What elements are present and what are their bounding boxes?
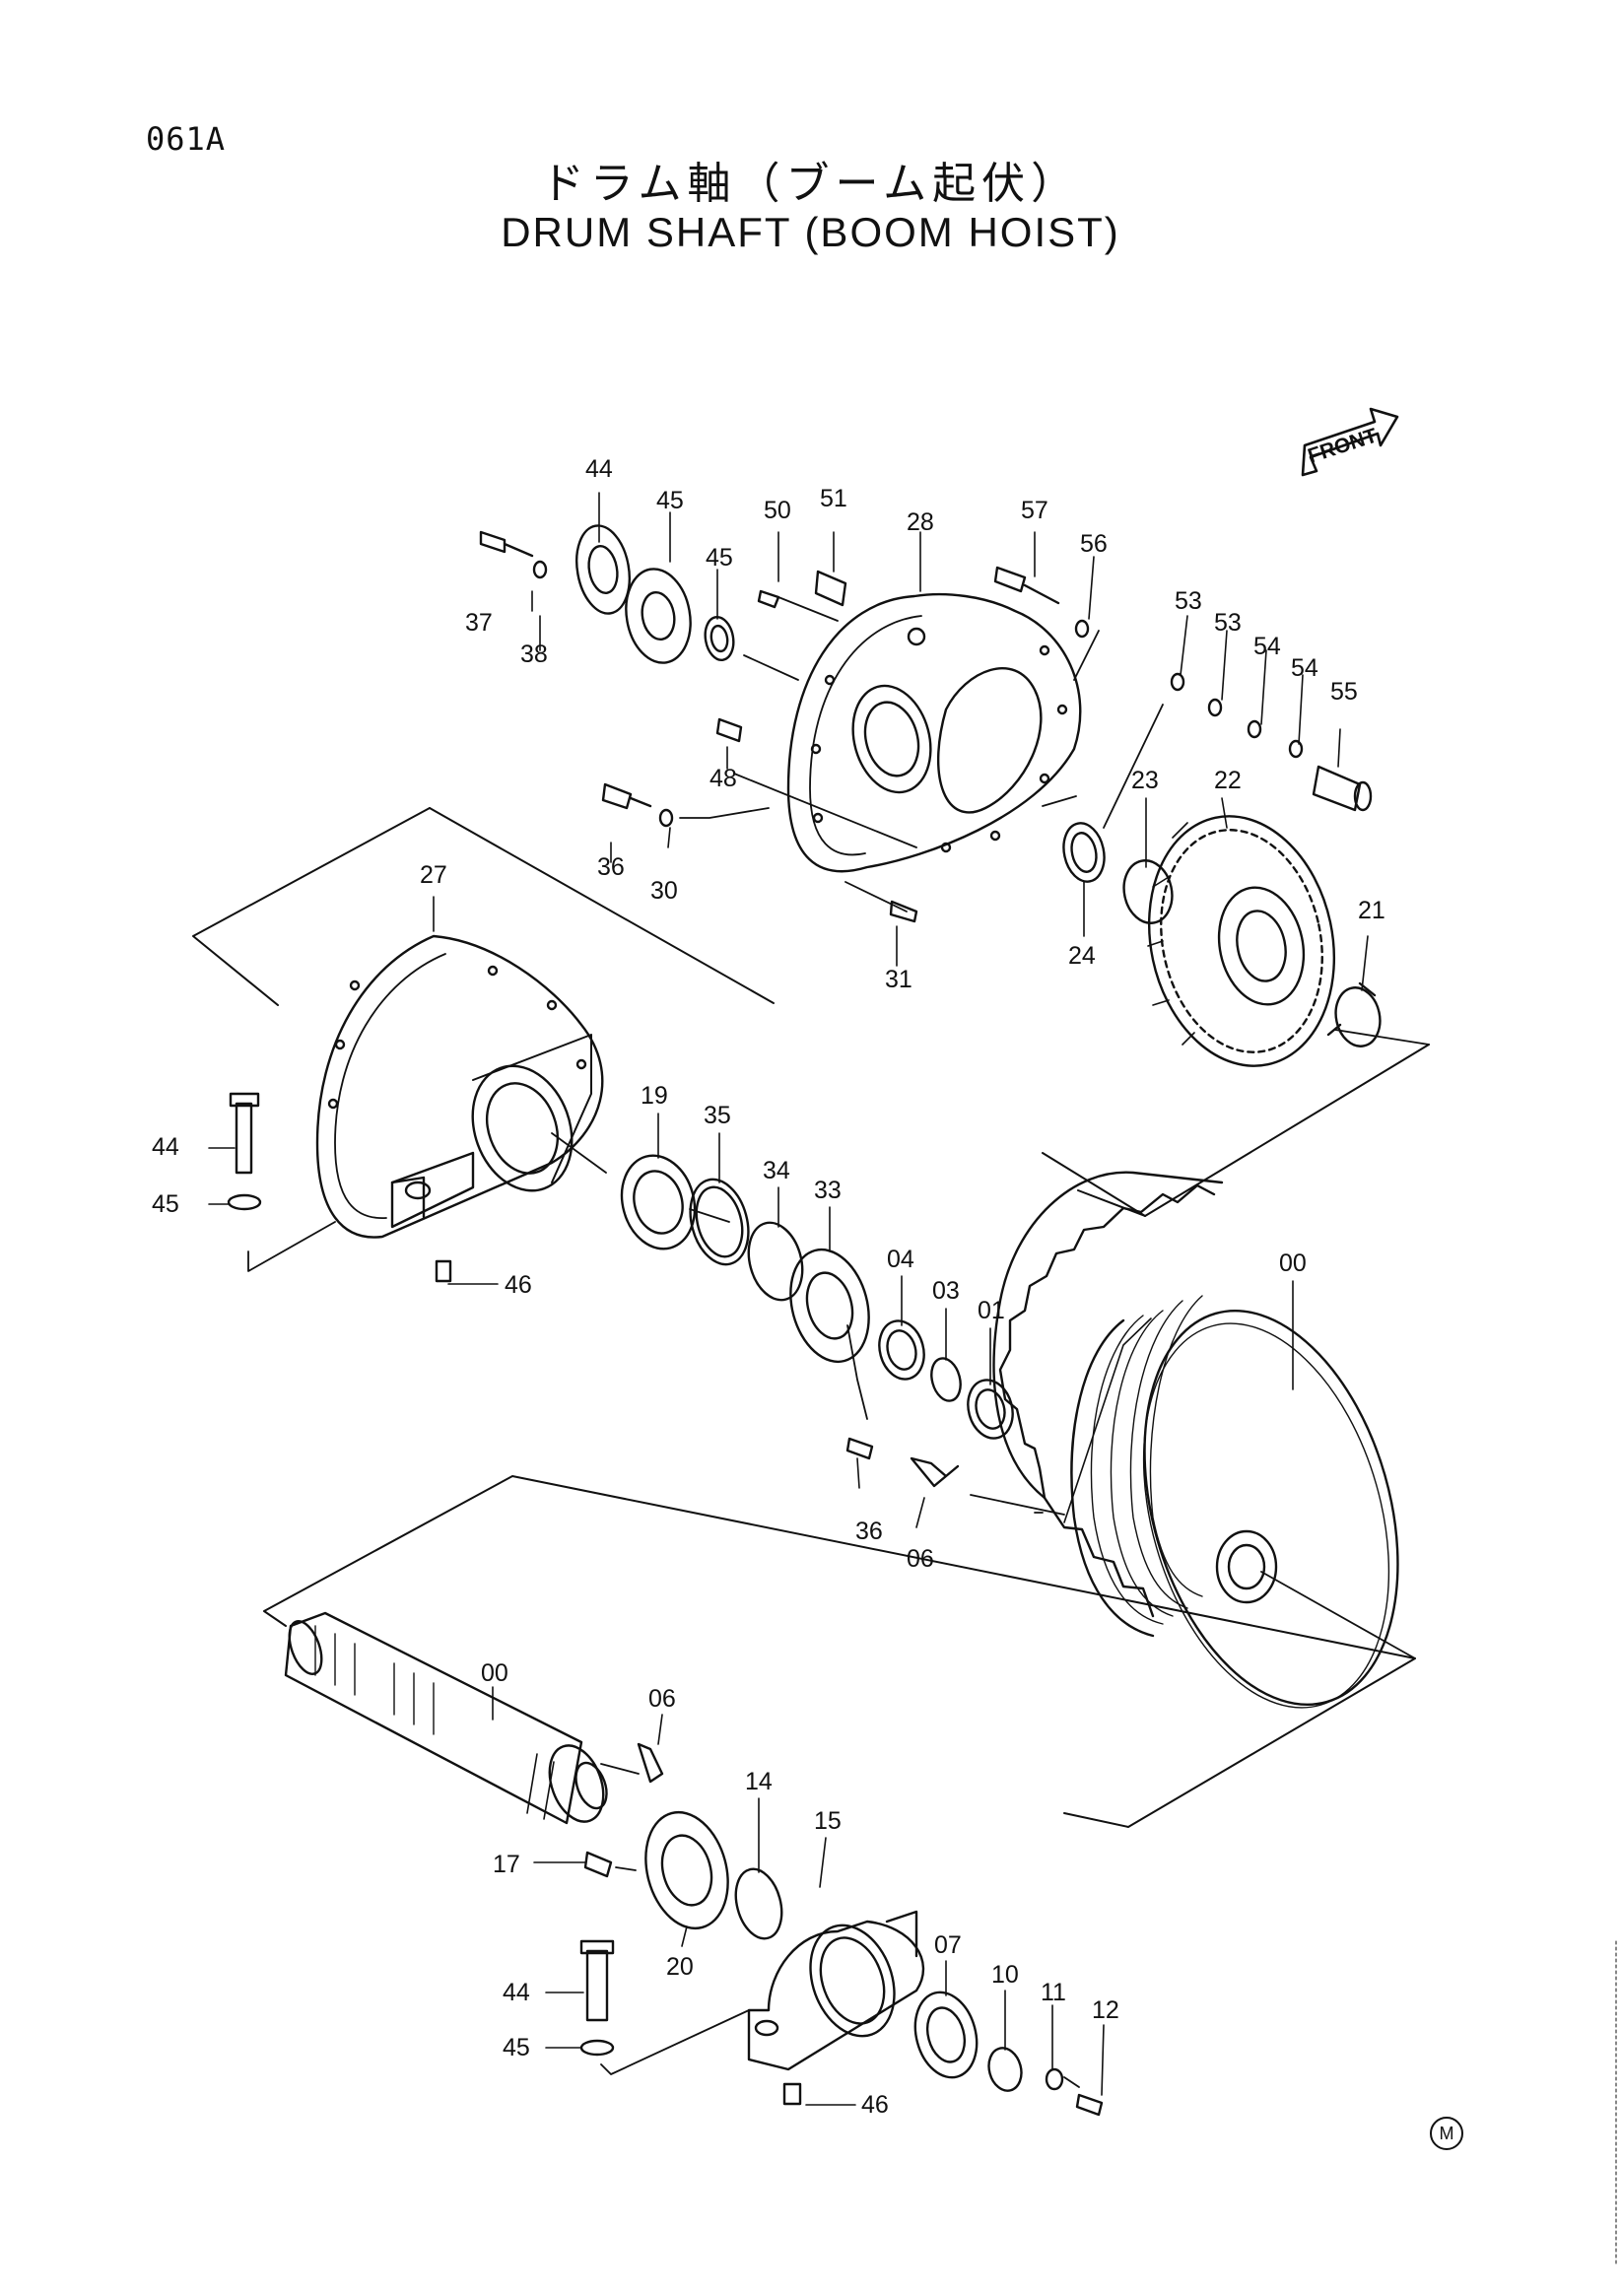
callout-57: 57 [1021,497,1048,524]
front-arrow-icon: FRONT [1301,407,1399,477]
page-title: DRUM SHAFT (BOOM HOIST) [501,209,1120,255]
callout-45-b: 45 [503,2034,530,2061]
callout-23: 23 [1131,767,1159,794]
lower-assembly-boundary [263,1475,1416,1828]
callout-00: 00 [481,1659,508,1687]
callout-22: 22 [1214,767,1242,794]
callout-17: 17 [493,1851,520,1878]
callout-12: 12 [1092,1996,1119,2024]
callout-20: 20 [666,1953,694,1981]
large-gear-part [1147,815,1336,1067]
callout-06-b: 06 [648,1685,676,1713]
rings-and-bearings [575,524,1382,2092]
callout-33: 33 [814,1177,842,1204]
callout-24: 24 [1068,942,1096,970]
callout-06: 06 [907,1545,934,1573]
callout-34: 34 [763,1157,790,1184]
callout-51: 51 [820,485,847,512]
callout-28: 28 [907,508,934,536]
copyright-mark: M [1430,2117,1463,2150]
callout-55: 55 [1330,678,1358,706]
callout-30: 30 [650,877,678,905]
callout-31: 31 [885,966,912,993]
callout-19: 19 [641,1082,668,1110]
callout-15: 15 [814,1807,842,1835]
callout-37: 37 [465,609,493,637]
cover-plate-part [786,592,1082,873]
page-title-japanese: ドラム軸（ブーム起伏） [540,159,1081,209]
callout-03: 01 [978,1297,1005,1324]
callout-14: 14 [745,1768,773,1795]
front-label: FRONT [1305,424,1380,467]
housing-part [315,934,604,1239]
callout-45: 45 [152,1190,179,1218]
upper-assembly-boundary [192,807,1430,1217]
callout-leaders [208,492,1369,2106]
callout-53: 53 [1175,587,1202,615]
callout-07: 07 [934,1931,962,1959]
callout-39: 44 [585,455,613,483]
bearing-housing-part [747,1910,925,2071]
callout-05: 04 [887,1246,914,1273]
callout-01: 00 [1279,1249,1307,1277]
callout-36: 36 [855,1518,883,1545]
callout-54-b: 54 [1291,654,1318,682]
callout-21: 21 [1358,897,1385,924]
drum-part [992,1171,1399,1709]
callout-53-b: 53 [1214,609,1242,637]
callout-numbers: 44 45 45 50 51 28 57 56 53 53 54 54 55 3… [152,455,1385,2119]
callout-04: 03 [932,1277,960,1305]
callout-44: 44 [152,1133,179,1161]
callout-46: 46 [505,1271,532,1299]
callout-54: 54 [1253,633,1281,660]
callout-50: 50 [764,497,791,524]
callout-11: 11 [1041,1979,1066,2006]
callout-40: 45 [656,487,684,514]
callout-44-b: 44 [503,1979,530,2006]
fasteners [227,530,1304,2117]
callout-10: 10 [991,1961,1019,1989]
callout-32: 36 [597,853,625,881]
callout-35: 35 [704,1102,731,1129]
callout-41: 45 [706,544,733,572]
shaft-part [284,1611,608,1825]
page-code: 061A [146,120,227,158]
callout-56: 56 [1080,530,1108,558]
callout-48: 48 [709,765,737,792]
leader-lines [247,596,1430,2088]
callout-38: 38 [520,641,548,668]
callout-27: 27 [420,861,447,889]
callout-46-b: 46 [861,2091,889,2119]
